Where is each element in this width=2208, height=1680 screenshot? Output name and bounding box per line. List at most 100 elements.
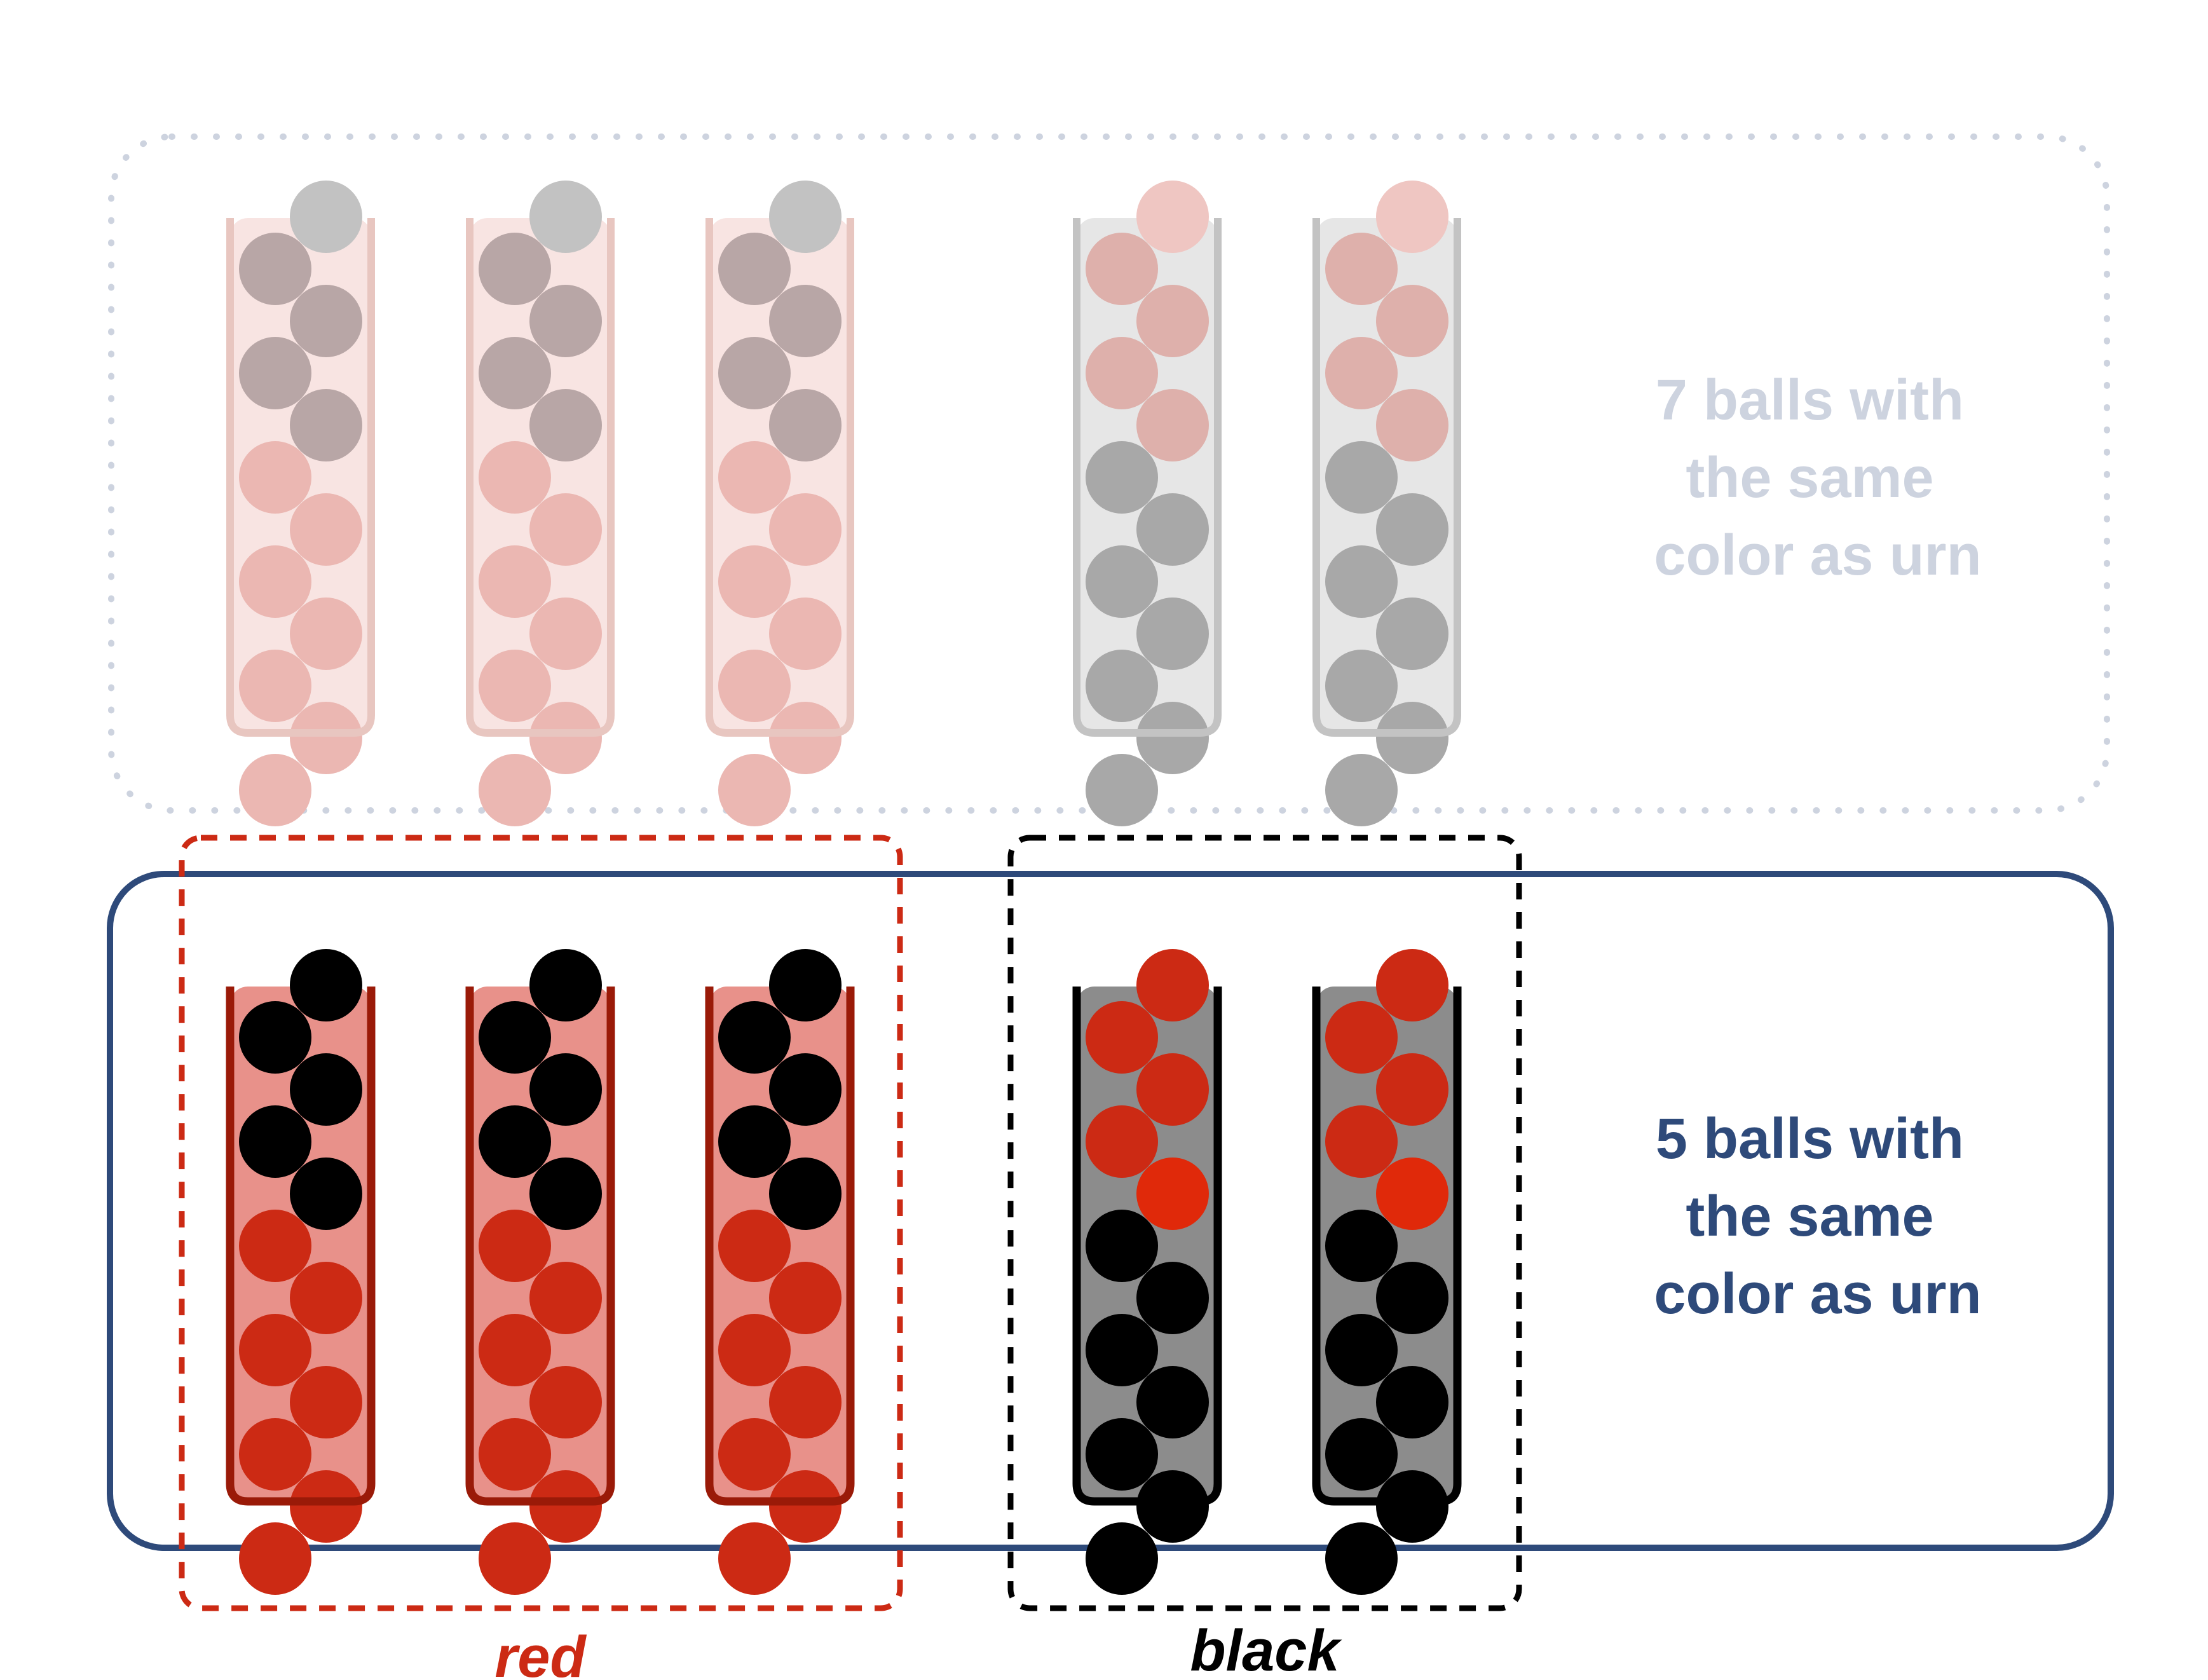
red-group-dashed-box	[179, 835, 903, 1611]
faded-red-ball	[718, 650, 791, 722]
top-label-line-3: color as urn	[1654, 524, 1981, 587]
faded-red-ball	[479, 545, 551, 618]
urn-outline	[1312, 218, 1461, 737]
red-ball	[529, 1470, 602, 1543]
faded-red-ball	[239, 441, 311, 514]
red-ball	[1325, 1105, 1398, 1178]
urn-outline	[465, 987, 615, 1506]
black-group-dashed-box	[1007, 835, 1522, 1611]
red-urn-1	[226, 949, 376, 1595]
red-ball	[1376, 1053, 1448, 1126]
faded-black-urn-5	[1312, 181, 1461, 826]
faded-red-ball	[290, 702, 362, 774]
urns-row	[226, 949, 1462, 1595]
black-ball	[1325, 1314, 1398, 1386]
red-ball	[1136, 1053, 1209, 1126]
red-ball	[1086, 1105, 1158, 1178]
red-ball	[1136, 1158, 1209, 1230]
faded-red-ball	[529, 598, 602, 670]
faded-red-ball	[1086, 337, 1158, 409]
urn-outline	[1073, 218, 1222, 737]
faded-red-ball	[239, 754, 311, 826]
faded-black-ball	[1325, 754, 1398, 826]
black-ball	[1136, 1262, 1209, 1334]
red-ball	[769, 1470, 842, 1543]
urn-outline	[1072, 987, 1222, 1506]
faded-red-ball	[479, 754, 551, 826]
faded-red-ball	[718, 754, 791, 826]
red-ball	[718, 1314, 791, 1386]
red-ball	[1376, 949, 1448, 1021]
faded-red-ball	[1376, 285, 1448, 357]
faded-black-ball	[529, 181, 602, 253]
faded-black-ball	[479, 233, 551, 305]
red-ball	[769, 1366, 842, 1438]
faded-red-ball	[529, 493, 602, 566]
faded-red-ball	[290, 598, 362, 670]
black-ball	[769, 1158, 842, 1230]
faded-black-ball	[769, 389, 842, 461]
black-urn-4	[1072, 949, 1222, 1595]
red-ball	[718, 1210, 791, 1282]
faded-red-ball	[1136, 181, 1209, 253]
faded-red-ball	[718, 545, 791, 618]
faded-black-ball	[1325, 545, 1398, 618]
black-ball	[1376, 1366, 1448, 1438]
top-label-line-2: the same	[1686, 446, 1933, 510]
red-ball	[769, 1262, 842, 1334]
faded-black-ball	[1376, 702, 1448, 774]
black-ball	[290, 949, 362, 1021]
faded-black-ball	[1086, 754, 1158, 826]
faded-red-ball	[769, 702, 842, 774]
faded-black-ball	[718, 337, 791, 409]
faded-black-urn-4	[1073, 181, 1222, 826]
faded-black-ball	[769, 285, 842, 357]
bottom-label: 5 balls with the same color as urn	[1654, 1107, 1981, 1326]
faded-black-ball	[1086, 650, 1158, 722]
red-ball	[529, 1366, 602, 1438]
black-ball	[290, 1158, 362, 1230]
faded-black-ball	[239, 337, 311, 409]
faded-red-ball	[239, 545, 311, 618]
bottom-label-line-3: color as urn	[1654, 1262, 1981, 1326]
faded-red-ball	[529, 702, 602, 774]
black-ball	[769, 1053, 842, 1126]
faded-black-ball	[479, 337, 551, 409]
faded-black-ball	[769, 181, 842, 253]
black-ball	[239, 1105, 311, 1178]
red-ball	[479, 1314, 551, 1386]
red-ball	[239, 1210, 311, 1282]
red-ball	[1325, 1001, 1398, 1074]
red-urn-3	[705, 949, 855, 1595]
red-ball	[290, 1366, 362, 1438]
faded-black-ball	[1086, 545, 1158, 618]
black-ball	[1376, 1262, 1448, 1334]
black-ball	[1086, 1314, 1158, 1386]
black-urn-5	[1312, 949, 1462, 1595]
faded-red-urn-1	[226, 181, 375, 826]
urn-outline	[466, 218, 615, 737]
faded-red-ball	[1325, 233, 1398, 305]
red-ball	[479, 1522, 551, 1595]
black-ball	[1136, 1470, 1209, 1543]
black-ball	[529, 1158, 602, 1230]
faded-black-ball	[290, 181, 362, 253]
faded-black-ball	[1325, 650, 1398, 722]
faded-red-ball	[1376, 181, 1448, 253]
black-ball	[1086, 1418, 1158, 1491]
faded-black-ball	[1136, 598, 1209, 670]
black-ball	[479, 1001, 551, 1074]
red-group-label: red	[494, 1625, 587, 1680]
red-ball	[718, 1522, 791, 1595]
faded-urns-row	[226, 181, 1461, 826]
black-ball	[1086, 1210, 1158, 1282]
red-ball	[1136, 949, 1209, 1021]
red-ball	[1376, 1158, 1448, 1230]
black-ball	[1086, 1522, 1158, 1595]
bottom-label-line-1: 5 balls with	[1656, 1107, 1964, 1171]
faded-red-ball	[479, 650, 551, 722]
red-ball	[290, 1470, 362, 1543]
faded-black-ball	[529, 389, 602, 461]
black-ball	[718, 1105, 791, 1178]
red-ball	[239, 1418, 311, 1491]
